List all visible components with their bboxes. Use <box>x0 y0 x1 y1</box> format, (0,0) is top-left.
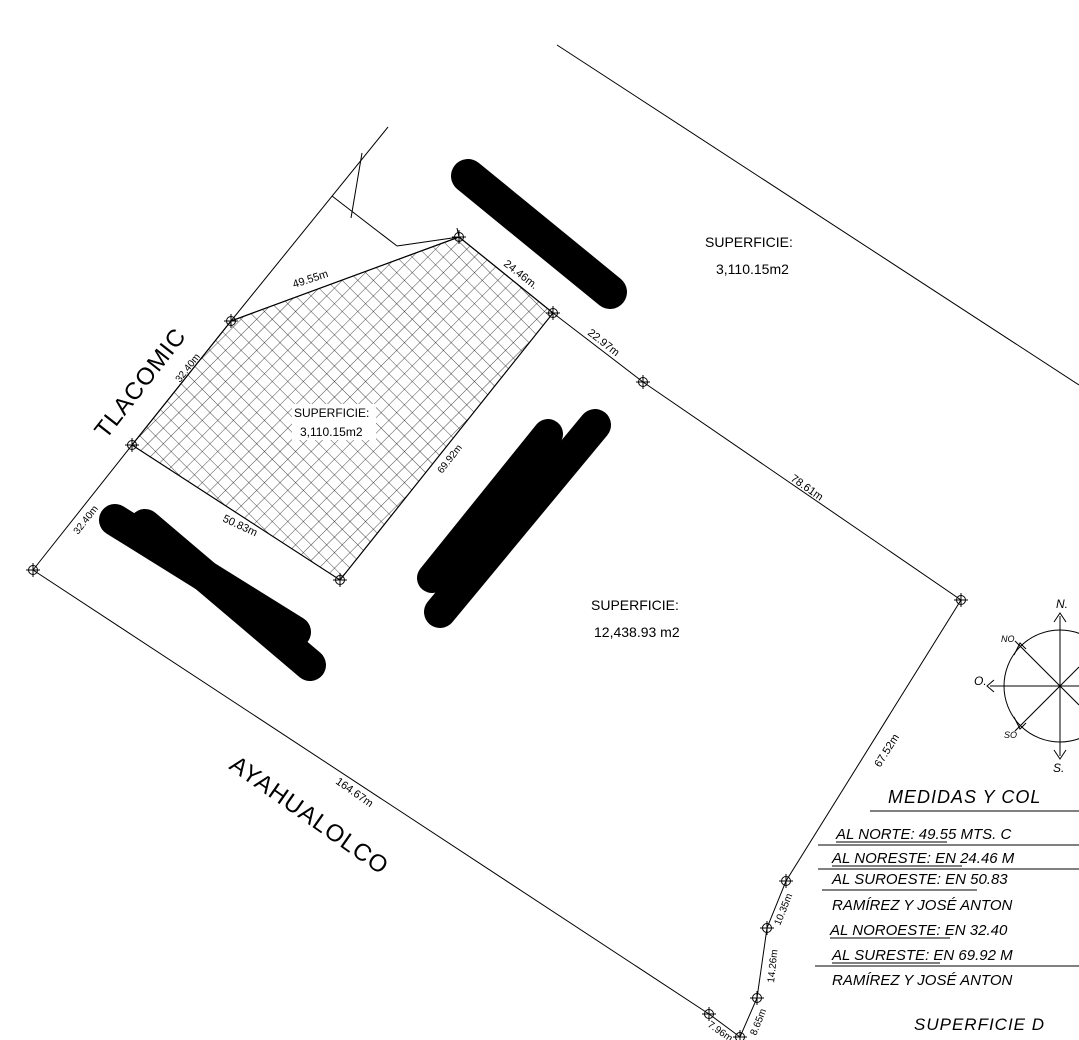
surface-hatched-value: 3,110.15m2 <box>300 425 363 439</box>
surface-hatched-label: SUPERFICIE: <box>294 406 369 420</box>
legend-line-2: AL NORESTE: EN 24.46 M <box>831 850 1015 867</box>
surface-main-value: 12,438.93 m2 <box>594 624 680 640</box>
legend-line-6: AL SURESTE: EN 69.92 M <box>831 947 1013 964</box>
legend-line-5: AL NOROESTE: EN 32.40 <box>829 922 1008 939</box>
dimension-22-97: 22.97m <box>585 327 621 359</box>
legend-block: MEDIDAS Y COL AL NORTE: 49.55 MTS. C AL … <box>815 787 1079 1034</box>
legend-footer: SUPERFICIE D <box>914 1015 1045 1034</box>
dimension-67-52: 67.52m <box>872 732 902 769</box>
legend-line-4: RAMÍREZ Y JOSÉ ANTON <box>832 897 1012 914</box>
dimension-14-26: 14.26m <box>766 949 780 983</box>
dimension-32-40-outer: 32.40m <box>72 504 101 537</box>
surface-upper-value: 3,110.15m2 <box>716 261 789 277</box>
compass-west: O. <box>974 674 987 688</box>
legend-title: MEDIDAS Y COL <box>888 787 1041 807</box>
neighbour-lines <box>230 44 1079 386</box>
surface-main-label: SUPERFICIE: <box>591 597 679 613</box>
legend-line-1: AL NORTE: 49.55 MTS. C <box>835 826 1012 843</box>
legend-line-3: AL SUROESTE: EN 50.83 <box>831 871 1008 888</box>
compass-south: S. <box>1053 761 1064 775</box>
compass-southwest: SO <box>1004 730 1017 740</box>
dimension-10-35: 10.35m <box>773 892 796 927</box>
compass-rose <box>986 612 1079 760</box>
compass-north: N. <box>1056 597 1068 611</box>
dimension-78-61: 78.61m <box>788 473 825 504</box>
dimension-8-65: 8.65m <box>749 1007 770 1037</box>
redaction-marks <box>99 159 627 681</box>
legend-line-7: RAMÍREZ Y JOSÉ ANTON <box>832 972 1012 989</box>
street-label-ayahualolco: AYAHUALOLCO <box>225 751 394 881</box>
compass-northwest: NO <box>1001 634 1015 644</box>
surface-upper-label: SUPERFICIE: <box>705 234 793 250</box>
